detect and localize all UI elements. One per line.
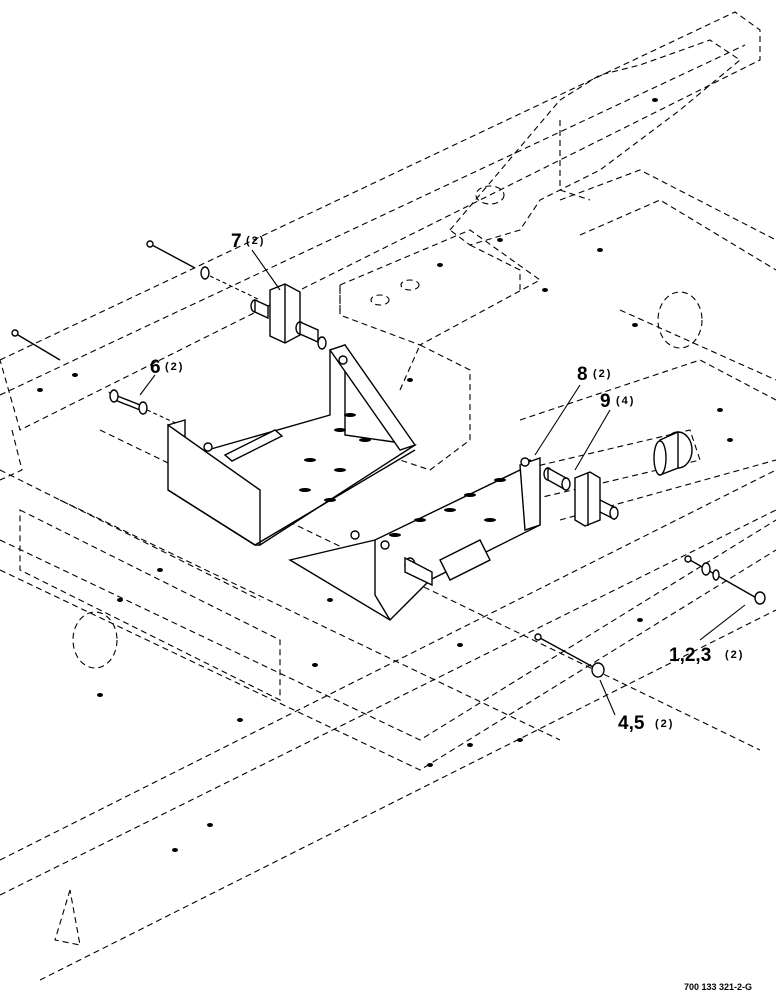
callout-8-number: 8 [577,364,588,385]
bolt-part-1-2-3 [684,555,766,605]
spacer-part-6 [108,389,181,426]
right-support-bracket [288,457,541,621]
callout-6-quantity: (2) [165,361,184,373]
callout-6-number: 6 [150,357,161,378]
leader-lines [139,249,746,716]
callout-7-quantity: (2) [246,235,265,247]
callout-4-5-number: 4,5 [618,713,645,734]
callout-7: 7 (2) [231,231,265,252]
bolt-part-4-5 [534,633,605,678]
callout-8: 8 (2) [577,364,612,385]
callout-1-2-3-quantity: (2) [725,649,744,661]
axle-hub [653,430,693,477]
bolt-upper-2 [11,329,61,361]
callout-4-5: 4,5 (2) [618,713,674,734]
callout-9: 9 (4) [600,391,635,412]
callout-9-number: 9 [600,391,611,412]
callout-6: 6 (2) [150,357,184,378]
callout-1-2-3: 1,2,3 (2) [669,645,744,666]
callout-4-5-quantity: (2) [655,718,674,730]
clip-part-8 [574,471,601,527]
callout-7-number: 7 [231,231,242,252]
callout-9-quantity: (4) [616,395,635,407]
bolt-upper-1 [146,240,261,301]
machine-frame [0,11,776,981]
clip-part-7 [250,283,327,350]
frame-holes [37,98,733,852]
callout-8-quantity: (2) [593,368,612,380]
drawing-number: 700 133 321-2-G [684,982,752,992]
callout-1-2-3-number: 1,2,3 [669,645,711,666]
left-support-bracket [167,344,417,546]
